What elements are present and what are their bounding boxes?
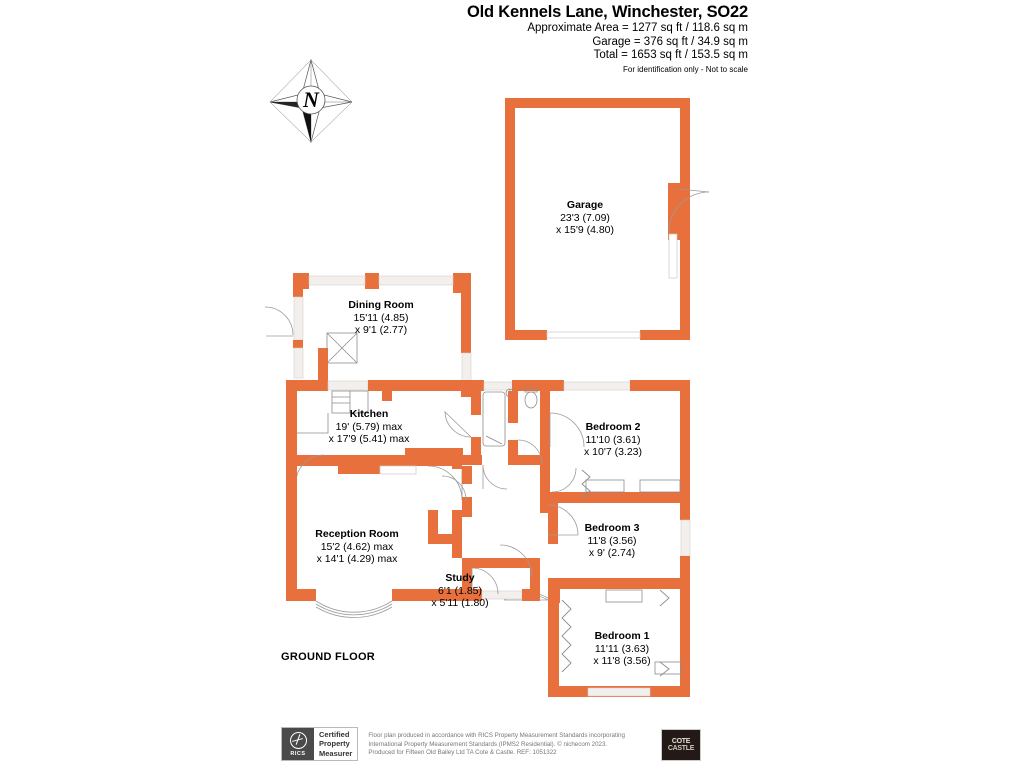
footer-disclaimer-text: Floor plan produced in accordance with R… <box>358 727 661 763</box>
room-dim1-study: 6'1 (1.85) <box>437 584 483 597</box>
rics-abbrev-label: RICS <box>290 750 306 757</box>
footer: RICS Certified Property Measurer Floor p… <box>281 727 701 763</box>
room-label-bedroom-3: Bedroom 3 11'8 (3.56) x 9' (2.74) <box>557 522 667 560</box>
room-name-bedroom-1: Bedroom 1 <box>594 630 650 642</box>
room-name-reception-room: Reception Room <box>315 528 399 540</box>
bedroom-1-outline <box>503 589 690 697</box>
header: Old Kennels Lane, Winchester, SO22 Appro… <box>248 2 748 75</box>
room-dim1-bedroom-3: 11'8 (3.56) <box>587 534 637 547</box>
rics-badge-text: Certified Property Measurer <box>314 728 357 760</box>
room-dim2-dining-room: x 9'1 (2.77) <box>354 324 408 336</box>
room-dim2-study: x 5'11 (1.80) <box>431 597 489 609</box>
room-dim1-kitchen: 19' (5.79) max <box>335 420 403 433</box>
room-dim1-bedroom-1: 11'11 (3.63) <box>594 642 650 655</box>
total-area-line: Total = 1653 sq ft / 153.5 sq m <box>593 49 748 61</box>
room-name-study: Study <box>445 572 475 584</box>
rics-line-1: Certified <box>319 729 350 739</box>
room-label-reception-room: Reception Room 15'2 (4.62) max x 14'1 (4… <box>292 528 422 566</box>
footer-line-1: Floor plan produced in accordance with R… <box>368 732 625 740</box>
garage-outline <box>505 98 710 340</box>
study-outline <box>462 558 540 601</box>
room-label-garage: Garage 23'3 (7.09) x 15'9 (4.80) <box>535 199 635 237</box>
page-title: Old Kennels Lane, Winchester, SO22 <box>467 3 748 21</box>
compass-rose-icon: N <box>266 56 356 146</box>
agent-logo-line-1: COTE <box>671 738 691 745</box>
bedroom-3-outline <box>547 492 691 589</box>
room-label-study: Study 6'1 (1.85) x 5'11 (1.80) <box>410 572 510 610</box>
hallway-outline <box>441 466 533 578</box>
rics-globe-icon <box>289 731 307 749</box>
room-dim2-bedroom-2: x 10'7 (3.23) <box>583 446 643 458</box>
room-name-bedroom-2: Bedroom 2 <box>585 421 641 433</box>
room-dim2-garage: x 15'9 (4.80) <box>555 224 615 236</box>
disclaimer-text: For identification only - Not to scale <box>623 64 748 74</box>
footer-line-3: Produced for Fifteen Old Bailey Ltd TA C… <box>368 749 557 757</box>
room-dim1-reception-room: 15'2 (4.62) max <box>320 540 394 553</box>
room-dim2-reception-room: x 14'1 (4.29) max <box>316 553 398 565</box>
room-label-dining-room: Dining Room 15'11 (4.85) x 9'1 (2.77) <box>326 299 436 337</box>
room-dim2-kitchen: x 17'9 (5.41) max <box>328 433 410 445</box>
room-dim2-bedroom-1: x 11'8 (3.56) <box>593 655 651 667</box>
rics-certified-badge: RICS Certified Property Measurer <box>281 727 359 761</box>
room-dim2-bedroom-3: x 9' (2.74) <box>588 547 636 559</box>
footer-line-2: International Property Measurement Stand… <box>368 740 608 748</box>
rics-line-2: Property <box>319 739 350 749</box>
room-label-kitchen: Kitchen 19' (5.79) max x 17'9 (5.41) max <box>304 408 434 446</box>
room-dim1-dining-room: 15'11 (4.85) <box>353 311 409 324</box>
bedroom-2-outline <box>549 380 690 503</box>
rics-logo-icon: RICS <box>282 728 314 760</box>
agent-logo-line-2: CASTLE <box>667 745 695 752</box>
agent-logo-icon: COTE CASTLE <box>661 729 701 761</box>
room-label-bedroom-1: Bedroom 1 11'11 (3.63) x 11'8 (3.56) <box>567 630 677 668</box>
room-dim1-garage: 23'3 (7.09) <box>560 211 610 224</box>
bathroom-outline <box>444 380 550 513</box>
room-dim1-bedroom-2: 11'10 (3.61) <box>585 433 641 446</box>
rics-line-3: Measurer <box>319 748 353 758</box>
reception-room-outline <box>286 455 463 618</box>
room-name-kitchen: Kitchen <box>349 408 389 420</box>
room-name-garage: Garage <box>566 199 604 211</box>
floor-label: GROUND FLOOR <box>281 651 376 663</box>
approximate-area-line: Approximate Area = 1277 sq ft / 118.6 sq… <box>527 22 748 34</box>
room-name-dining-room: Dining Room <box>348 299 414 311</box>
garage-area-line: Garage = 376 sq ft / 34.9 sq m <box>592 35 748 48</box>
room-name-bedroom-3: Bedroom 3 <box>584 522 640 534</box>
compass-north-label: N <box>302 87 320 112</box>
room-label-bedroom-2: Bedroom 2 11'10 (3.61) x 10'7 (3.23) <box>558 421 668 459</box>
